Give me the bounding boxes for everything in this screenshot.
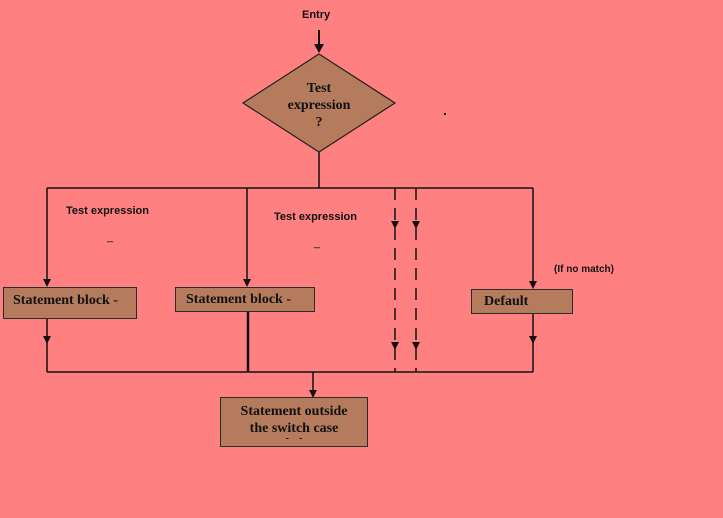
outside-line1: Statement outside [240, 404, 348, 419]
decision-line3: ? [315, 115, 323, 130]
default-down-arrowhead [529, 336, 537, 344]
dashed-right-lower-arrowhead [412, 342, 420, 350]
branch2-dash: _ [314, 237, 321, 249]
outside-statement-box: Statement outside the switch case - - [220, 397, 368, 447]
block1-down-arrowhead [43, 336, 51, 344]
branch1-label: Test expression [66, 205, 149, 217]
no-match-label: (If no match) [554, 264, 614, 275]
branch1-dash: _ [107, 231, 114, 243]
default-arrowhead [529, 281, 537, 289]
dashed-left-arrowhead [391, 221, 399, 229]
dashed-right-arrowhead [412, 221, 420, 229]
default-block: Default [471, 289, 573, 314]
stray-dot: . [443, 102, 447, 118]
statement-block-2: Statement block - [175, 287, 315, 312]
decision-line1: Test [306, 81, 332, 96]
statement-block-2-label: Statement block - [186, 292, 291, 307]
branch2-arrowhead [243, 279, 251, 287]
dashed-left-lower-arrowhead [391, 342, 399, 350]
outside-dashes: - - [285, 433, 303, 444]
branch1-arrowhead [43, 279, 51, 287]
decision-line2: expression [287, 98, 351, 113]
statement-block-1: Statement block - [3, 287, 137, 319]
branch2-label: Test expression [274, 211, 357, 223]
decision-text: Test expression ? [259, 80, 379, 131]
default-block-label: Default [484, 294, 529, 309]
entry-arrowhead [314, 44, 324, 53]
outside-line2: the switch case [249, 421, 339, 436]
entry-label: Entry [302, 9, 331, 21]
statement-block-1-label: Statement block - [13, 293, 118, 308]
outside-arrowhead [309, 390, 317, 398]
